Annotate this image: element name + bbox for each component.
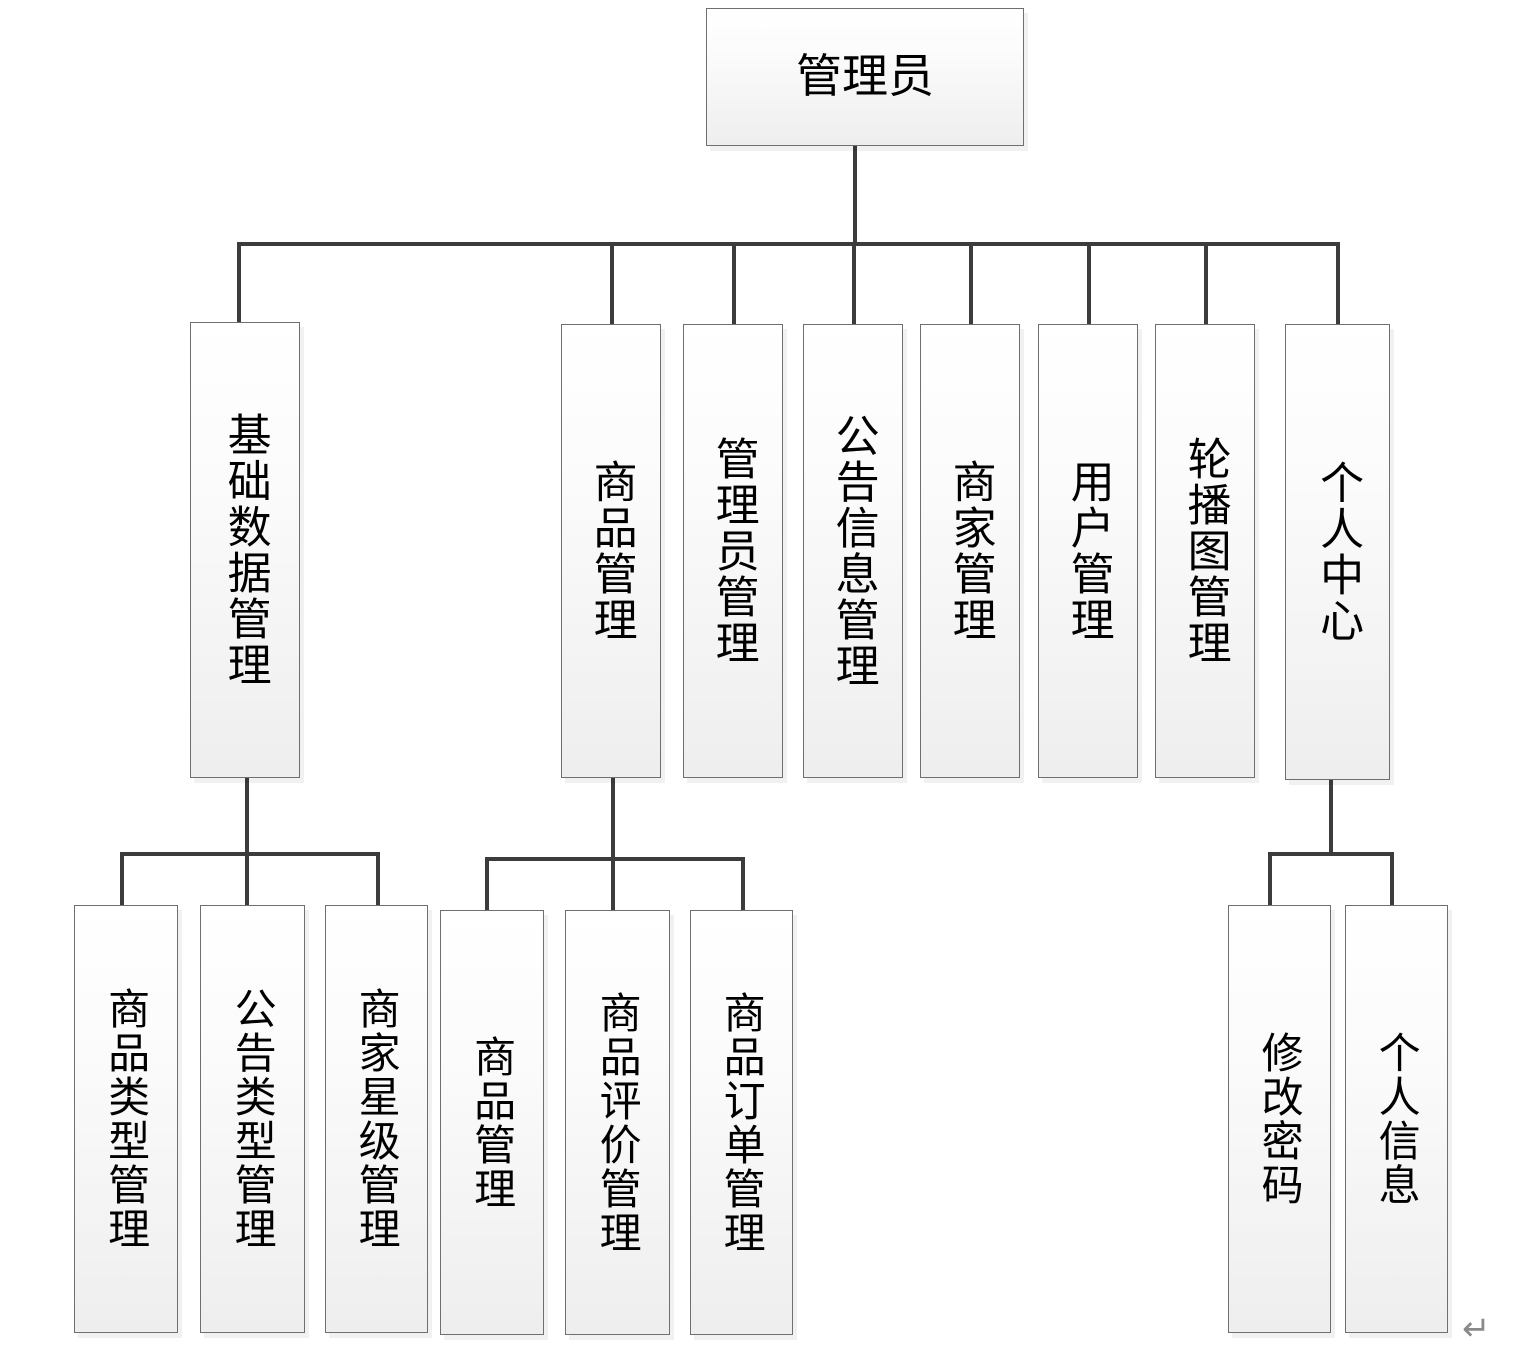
- node-level3-修改密码-label: 修改密码: [1255, 1031, 1305, 1207]
- bus-drop-connector-轮播图管理: [1204, 242, 1208, 324]
- node-level3-商品订单管理[interactable]: 商品订单管理: [690, 910, 793, 1335]
- node-level2-公告信息管理-label: 公告信息管理: [827, 413, 879, 689]
- group-stem-商品管理: [611, 778, 615, 857]
- group-bus-个人中心: [1268, 852, 1390, 856]
- node-level3-商品订单管理-label: 商品订单管理: [717, 990, 767, 1255]
- node-level2-用户管理-label: 用户管理: [1062, 459, 1114, 643]
- node-level2-个人中心[interactable]: 个人中心: [1285, 324, 1390, 780]
- group-drop-基础数据管理-2: [376, 852, 380, 905]
- group-stem-个人中心: [1329, 780, 1333, 852]
- node-level2-管理员管理-label: 管理员管理: [707, 436, 759, 666]
- bus-drop-connector-管理员管理: [732, 242, 736, 324]
- group-drop-个人中心-1: [1390, 852, 1394, 905]
- node-level2-轮播图管理-label: 轮播图管理: [1179, 436, 1231, 666]
- node-level3-个人信息[interactable]: 个人信息: [1345, 905, 1448, 1333]
- group-drop-商品管理-1: [611, 857, 615, 910]
- node-level2-轮播图管理[interactable]: 轮播图管理: [1155, 324, 1255, 778]
- node-level3-商家星级管理-label: 商家星级管理: [352, 987, 402, 1251]
- node-level2-商家管理-label: 商家管理: [944, 459, 996, 643]
- bus-drop-connector-用户管理: [1087, 242, 1091, 324]
- node-level2-管理员管理[interactable]: 管理员管理: [683, 324, 783, 778]
- node-level3-商品管理-label: 商品管理: [467, 1034, 517, 1211]
- node-level3-商品评价管理[interactable]: 商品评价管理: [565, 910, 670, 1335]
- node-level3-公告类型管理-label: 公告类型管理: [228, 987, 278, 1251]
- bus-drop-connector-基础数据管理: [237, 242, 241, 322]
- node-level3-商品类型管理-label: 商品类型管理: [101, 987, 151, 1251]
- group-drop-个人中心-0: [1268, 852, 1272, 905]
- paragraph-mark-icon: ↵: [1462, 1309, 1491, 1349]
- node-root-administrator[interactable]: 管理员: [706, 8, 1024, 146]
- node-level2-公告信息管理[interactable]: 公告信息管理: [803, 324, 903, 778]
- bus-drop-connector-商品管理: [610, 242, 614, 324]
- bus-drop-connector-公告信息管理: [852, 242, 856, 324]
- group-stem-基础数据管理: [245, 778, 249, 852]
- node-level2-基础数据管理[interactable]: 基础数据管理: [190, 322, 300, 778]
- node-level2-商品管理[interactable]: 商品管理: [561, 324, 661, 778]
- node-level3-商品类型管理[interactable]: 商品类型管理: [74, 905, 178, 1333]
- main-horizontal-bus: [237, 242, 1339, 246]
- node-level2-用户管理[interactable]: 用户管理: [1038, 324, 1138, 778]
- group-drop-商品管理-2: [741, 857, 745, 910]
- node-level3-个人信息-label: 个人信息: [1372, 1031, 1422, 1207]
- bus-drop-connector-个人中心: [1336, 242, 1340, 324]
- group-drop-基础数据管理-1: [245, 852, 249, 905]
- root-stem-connector: [853, 146, 857, 244]
- node-level3-商品管理[interactable]: 商品管理: [440, 910, 544, 1335]
- node-level2-个人中心-label: 个人中心: [1312, 460, 1364, 644]
- node-level2-商品管理-label: 商品管理: [585, 459, 637, 643]
- node-root-administrator-label: 管理员: [796, 49, 934, 104]
- node-level2-基础数据管理-label: 基础数据管理: [219, 412, 271, 688]
- group-drop-基础数据管理-0: [120, 852, 124, 905]
- node-level3-公告类型管理[interactable]: 公告类型管理: [200, 905, 305, 1333]
- node-level3-修改密码[interactable]: 修改密码: [1228, 905, 1331, 1333]
- bus-drop-connector-商家管理: [969, 242, 973, 324]
- group-drop-商品管理-0: [485, 857, 489, 910]
- node-level2-商家管理[interactable]: 商家管理: [920, 324, 1020, 778]
- node-level3-商品评价管理-label: 商品评价管理: [593, 990, 643, 1255]
- node-level3-商家星级管理[interactable]: 商家星级管理: [325, 905, 428, 1333]
